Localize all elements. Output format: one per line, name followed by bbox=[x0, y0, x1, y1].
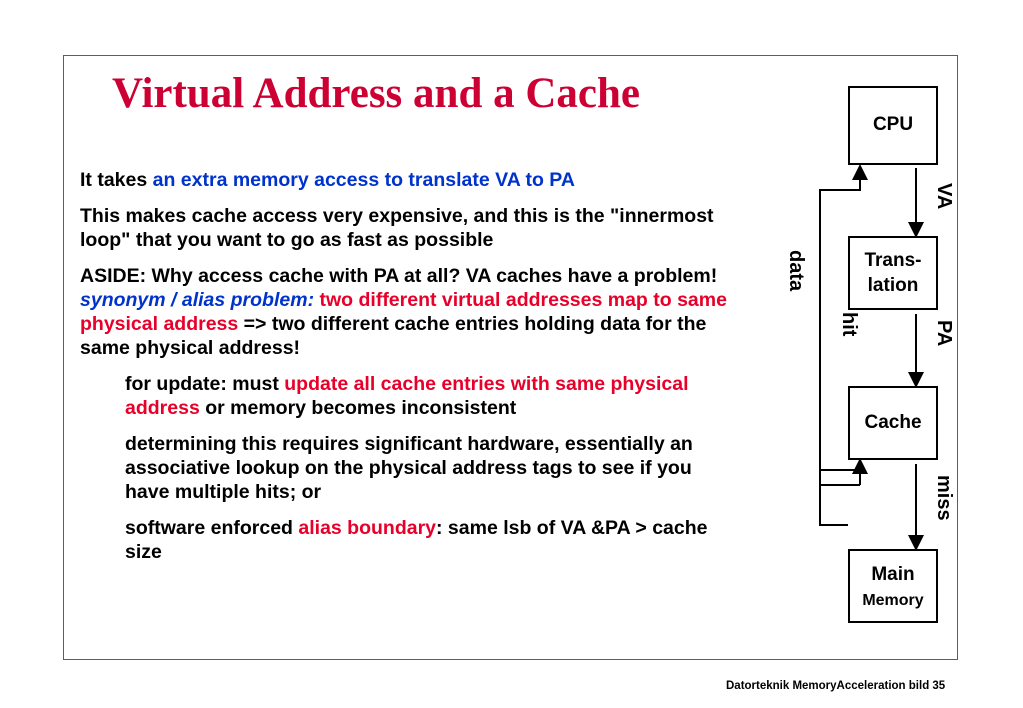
highlight-extra-access: an extra memory access to translate VA t… bbox=[152, 169, 575, 191]
cache-label: Cache bbox=[864, 412, 922, 433]
cache-box: Cache bbox=[848, 386, 938, 460]
paragraph-aside: ASIDE: Why access cache with PA at all? … bbox=[80, 264, 740, 360]
translation-box: Trans-lation bbox=[848, 236, 938, 310]
translation-label-2: lation bbox=[867, 275, 919, 296]
highlight-two-addresses: two different virtual addresses map to s… bbox=[80, 289, 727, 335]
text-span: for update: must bbox=[125, 373, 285, 395]
arrow-data-path bbox=[819, 164, 868, 526]
paragraph-expensive: This makes cache access very expensive, … bbox=[80, 205, 714, 251]
text-span: : same lsb of VA &PA > cache size bbox=[125, 517, 708, 563]
main-memory-label-2: Memory bbox=[862, 592, 924, 609]
translation-label-1: Trans- bbox=[864, 250, 922, 271]
text-span: software enforced bbox=[125, 517, 299, 539]
highlight-synonym-alias: synonym / alias problem bbox=[80, 289, 308, 311]
paragraph-software: software enforced alias boundary: same l… bbox=[125, 516, 740, 564]
highlight-update-entries: update all cache entries with same physi… bbox=[125, 373, 689, 419]
label-data: data bbox=[785, 250, 807, 292]
cpu-box: CPU bbox=[848, 86, 938, 165]
paragraph-hardware: determining this requires significant ha… bbox=[125, 433, 693, 503]
slide-title: Virtual Address and a Cache bbox=[112, 70, 641, 117]
highlight-alias-boundary: alias boundary bbox=[298, 517, 437, 539]
label-pa: PA bbox=[933, 320, 955, 347]
main-memory-label-1: Main bbox=[871, 564, 915, 585]
text-span: It takes bbox=[80, 169, 153, 191]
slide-footer: Datorteknik MemoryAcceleration bild 35 bbox=[726, 680, 946, 692]
label-va: VA bbox=[933, 183, 955, 210]
slide-body: It takes an extra memory access to trans… bbox=[80, 168, 740, 576]
text-span: or memory becomes inconsistent bbox=[199, 397, 517, 419]
slide-frame bbox=[63, 55, 958, 660]
text-span: : bbox=[307, 289, 320, 311]
paragraph-translation-cost: It takes an extra memory access to trans… bbox=[80, 168, 740, 192]
label-miss: miss bbox=[933, 475, 955, 521]
paragraph-update: for update: must update all cache entrie… bbox=[125, 372, 740, 420]
text-span: => two different cache entries holding d… bbox=[80, 313, 707, 359]
cpu-label: CPU bbox=[872, 114, 914, 135]
text-span: ASIDE: Why access cache with PA at all? … bbox=[80, 265, 718, 287]
label-hit: hit bbox=[838, 312, 860, 337]
